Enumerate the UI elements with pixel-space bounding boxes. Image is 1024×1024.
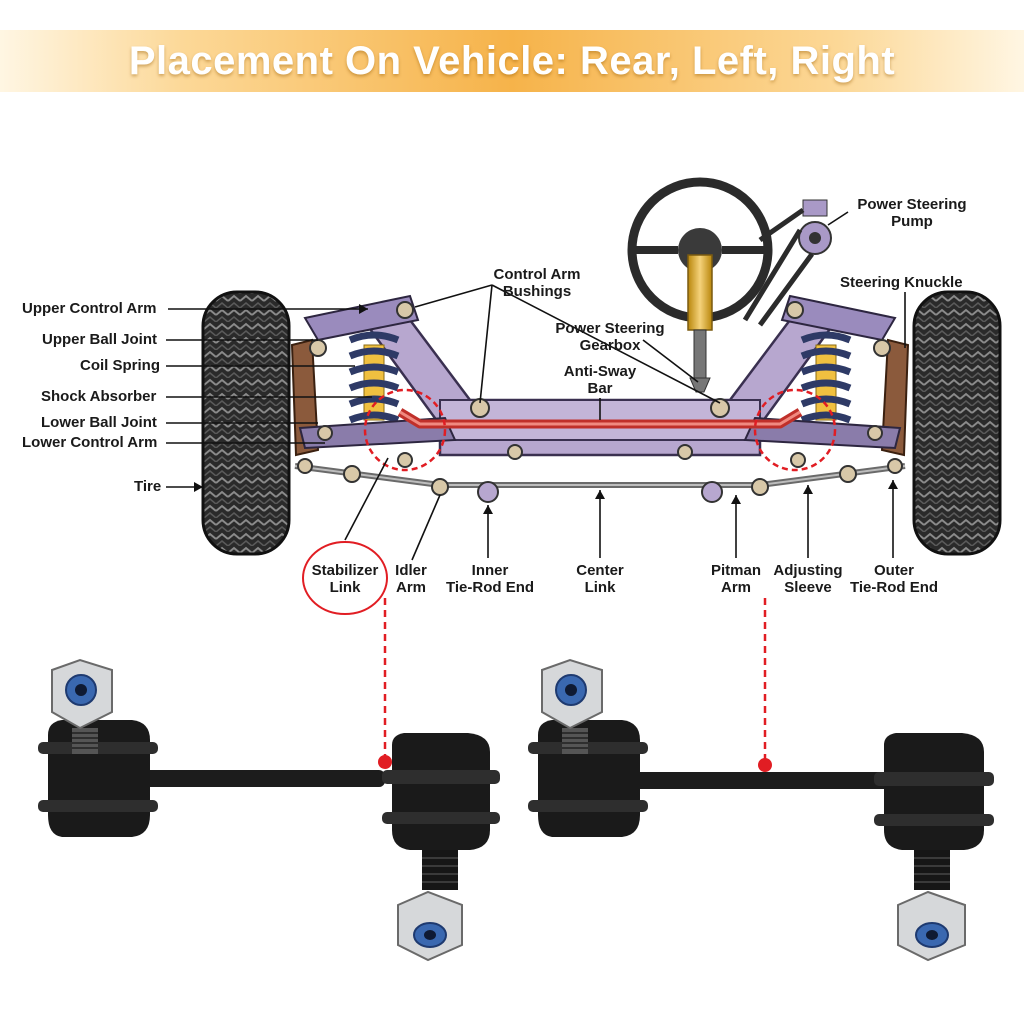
label-upper-ball-joint: Upper Ball Joint xyxy=(42,331,158,348)
label-anti-sway-bar: Anti-Sway Bar xyxy=(555,363,645,397)
power-steering-pump xyxy=(742,199,832,327)
label-stabilizer-link-line2: Link xyxy=(329,579,361,596)
label-center-link-line2: Link xyxy=(584,579,616,596)
frame-bushings xyxy=(397,398,806,468)
label-control-arm-bushings-line1: Control Arm xyxy=(493,266,581,283)
steering-linkage xyxy=(294,458,906,503)
label-pitman-arm-line2: Arm xyxy=(720,579,751,596)
pointer-lines xyxy=(378,598,772,772)
label-power-steering-gearbox-line2: Gearbox xyxy=(579,337,641,354)
label-steering-knuckle: Steering Knuckle xyxy=(840,274,963,291)
anti-sway-bar xyxy=(397,408,803,429)
label-inner-tie-rod-end-line1: Inner xyxy=(471,562,509,579)
banner-title: Placement On Vehicle: Rear, Left, Right xyxy=(128,38,896,83)
label-power-steering-pump: Power Steering Pump xyxy=(852,196,972,230)
label-outer-tie-rod-end-line1: Outer xyxy=(873,562,914,579)
label-adjusting-sleeve-line1: Adjusting xyxy=(773,562,843,579)
label-shock-absorber: Shock Absorber xyxy=(41,388,157,405)
label-power-steering-pump-line1: Power Steering xyxy=(857,196,967,213)
leader-lines xyxy=(166,211,906,561)
label-coil-spring: Coil Spring xyxy=(80,357,160,374)
title-banner: Placement On Vehicle: Rear, Left, Right xyxy=(0,30,1024,92)
label-center-link-line1: Center xyxy=(576,562,624,579)
right-tire xyxy=(912,290,1002,556)
label-control-arm-bushings-line2: Bushings xyxy=(502,283,572,300)
stabilizer-link-highlight-circles xyxy=(363,388,837,472)
label-outer-tie-rod-end-line2: Tie-Rod End xyxy=(849,579,939,596)
coil-spring-left xyxy=(348,331,400,424)
label-inner-tie-rod-end-line2: Tie-Rod End xyxy=(445,579,535,596)
label-anti-sway-bar-line2: Bar xyxy=(587,380,613,397)
coil-spring-right xyxy=(800,331,852,424)
label-tire: Tire xyxy=(134,478,162,495)
label-idler-arm: Idler Arm xyxy=(388,562,434,596)
product-left-stabilizer-link xyxy=(38,658,500,962)
label-control-arm-bushings: Control Arm Bushings xyxy=(482,266,592,300)
label-lower-control-arm: Lower Control Arm xyxy=(22,434,158,451)
label-power-steering-gearbox: Power Steering Gearbox xyxy=(548,320,672,354)
label-stabilizer-link-line1: Stabilizer xyxy=(311,562,379,579)
label-outer-tie-rod-end: Outer Tie-Rod End xyxy=(842,562,946,596)
label-adjusting-sleeve-line2: Sleeve xyxy=(784,579,832,596)
label-stabilizer-link: Stabilizer Link xyxy=(303,562,387,596)
label-center-link: Center Link xyxy=(560,562,640,596)
label-inner-tie-rod-end: Inner Tie-Rod End xyxy=(438,562,542,596)
stabilizer-link-label-circle xyxy=(302,541,388,615)
label-adjusting-sleeve: Adjusting Sleeve xyxy=(766,562,850,596)
label-upper-control-arm: Upper Control Arm xyxy=(22,300,157,317)
label-pitman-arm: Pitman Arm xyxy=(704,562,768,596)
leader-arrowheads xyxy=(194,304,898,514)
steering-column xyxy=(687,254,713,393)
label-idler-arm-line1: Idler xyxy=(395,562,427,579)
label-power-steering-gearbox-line1: Power Steering xyxy=(555,320,665,337)
product-right-stabilizer-link xyxy=(528,658,994,962)
upper-control-arm-left xyxy=(303,294,420,342)
label-power-steering-pump-line2: Pump xyxy=(891,213,933,230)
label-anti-sway-bar-line1: Anti-Sway xyxy=(563,363,637,380)
label-lower-ball-joint: Lower Ball Joint xyxy=(41,414,157,431)
label-idler-arm-line2: Arm xyxy=(395,579,426,596)
label-pitman-arm-line1: Pitman xyxy=(710,562,761,579)
